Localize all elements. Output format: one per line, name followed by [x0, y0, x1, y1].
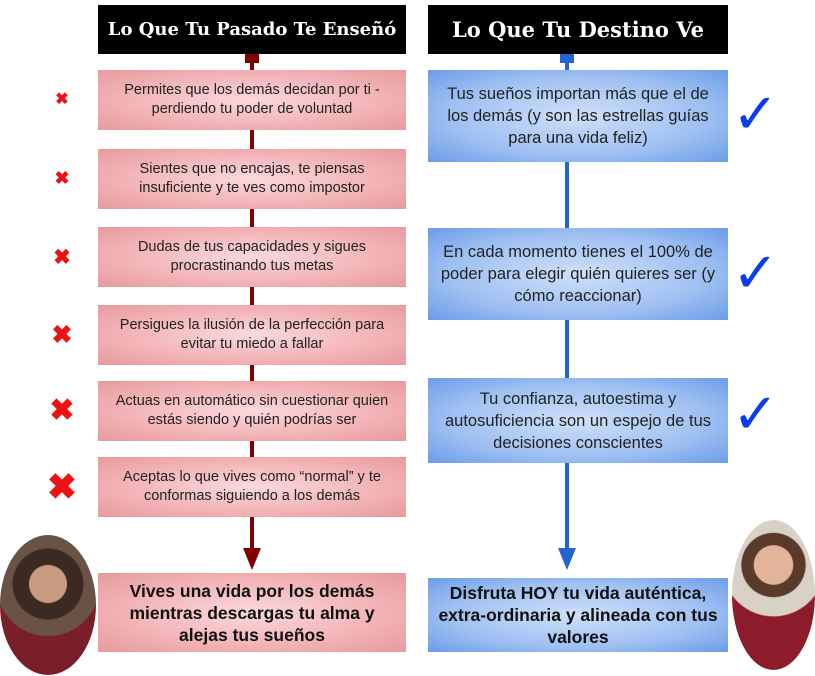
destiny-item: Tus sueños importan más que el de los de…: [428, 70, 728, 162]
past-item: Dudas de tus capacidades y sigues procra…: [98, 227, 406, 287]
destiny-result: Disfruta HOY tu vida auténtica, extra-or…: [428, 578, 728, 652]
happy-woman-photo: [732, 520, 815, 670]
right-line-cap: [560, 54, 574, 63]
left-column-title: Lo Que Tu Pasado Te Enseñó: [98, 5, 406, 54]
cross-icon: ✖: [55, 91, 69, 108]
past-item: Sientes que no encajas, te piensas insuf…: [98, 149, 406, 209]
left-timeline-line: [250, 54, 254, 554]
past-item: Actuas en automático sin cuestionar quie…: [98, 381, 406, 441]
cross-icon: ✖: [46, 466, 78, 507]
checkmark-icon: ✓: [732, 82, 779, 147]
checkmark-icon: ✓: [732, 382, 779, 447]
checkmark-icon: ✓: [732, 241, 779, 306]
destiny-item: Tu confianza, autoestima y autosuficienc…: [428, 378, 728, 463]
cross-icon: ✖: [49, 394, 75, 427]
destiny-item: En cada momento tienes el 100% de poder …: [428, 228, 728, 320]
left-arrow-head: [243, 548, 261, 570]
cross-icon: ✖: [54, 168, 70, 188]
left-line-cap: [245, 54, 259, 63]
past-item: Aceptas lo que vives como “normal” y te …: [98, 457, 406, 517]
past-item: Persigues la ilusión de la perfección pa…: [98, 305, 406, 365]
past-result: Vives una vida por los demás mientras de…: [98, 573, 406, 652]
past-item: Permites que los demás decidan por ti - …: [98, 70, 406, 130]
cross-icon: ✖: [53, 246, 71, 269]
right-arrow-head: [558, 548, 576, 570]
cross-icon: ✖: [51, 321, 73, 349]
stressed-woman-photo: [0, 535, 96, 675]
right-column-title: Lo Que Tu Destino Ve: [428, 5, 728, 54]
